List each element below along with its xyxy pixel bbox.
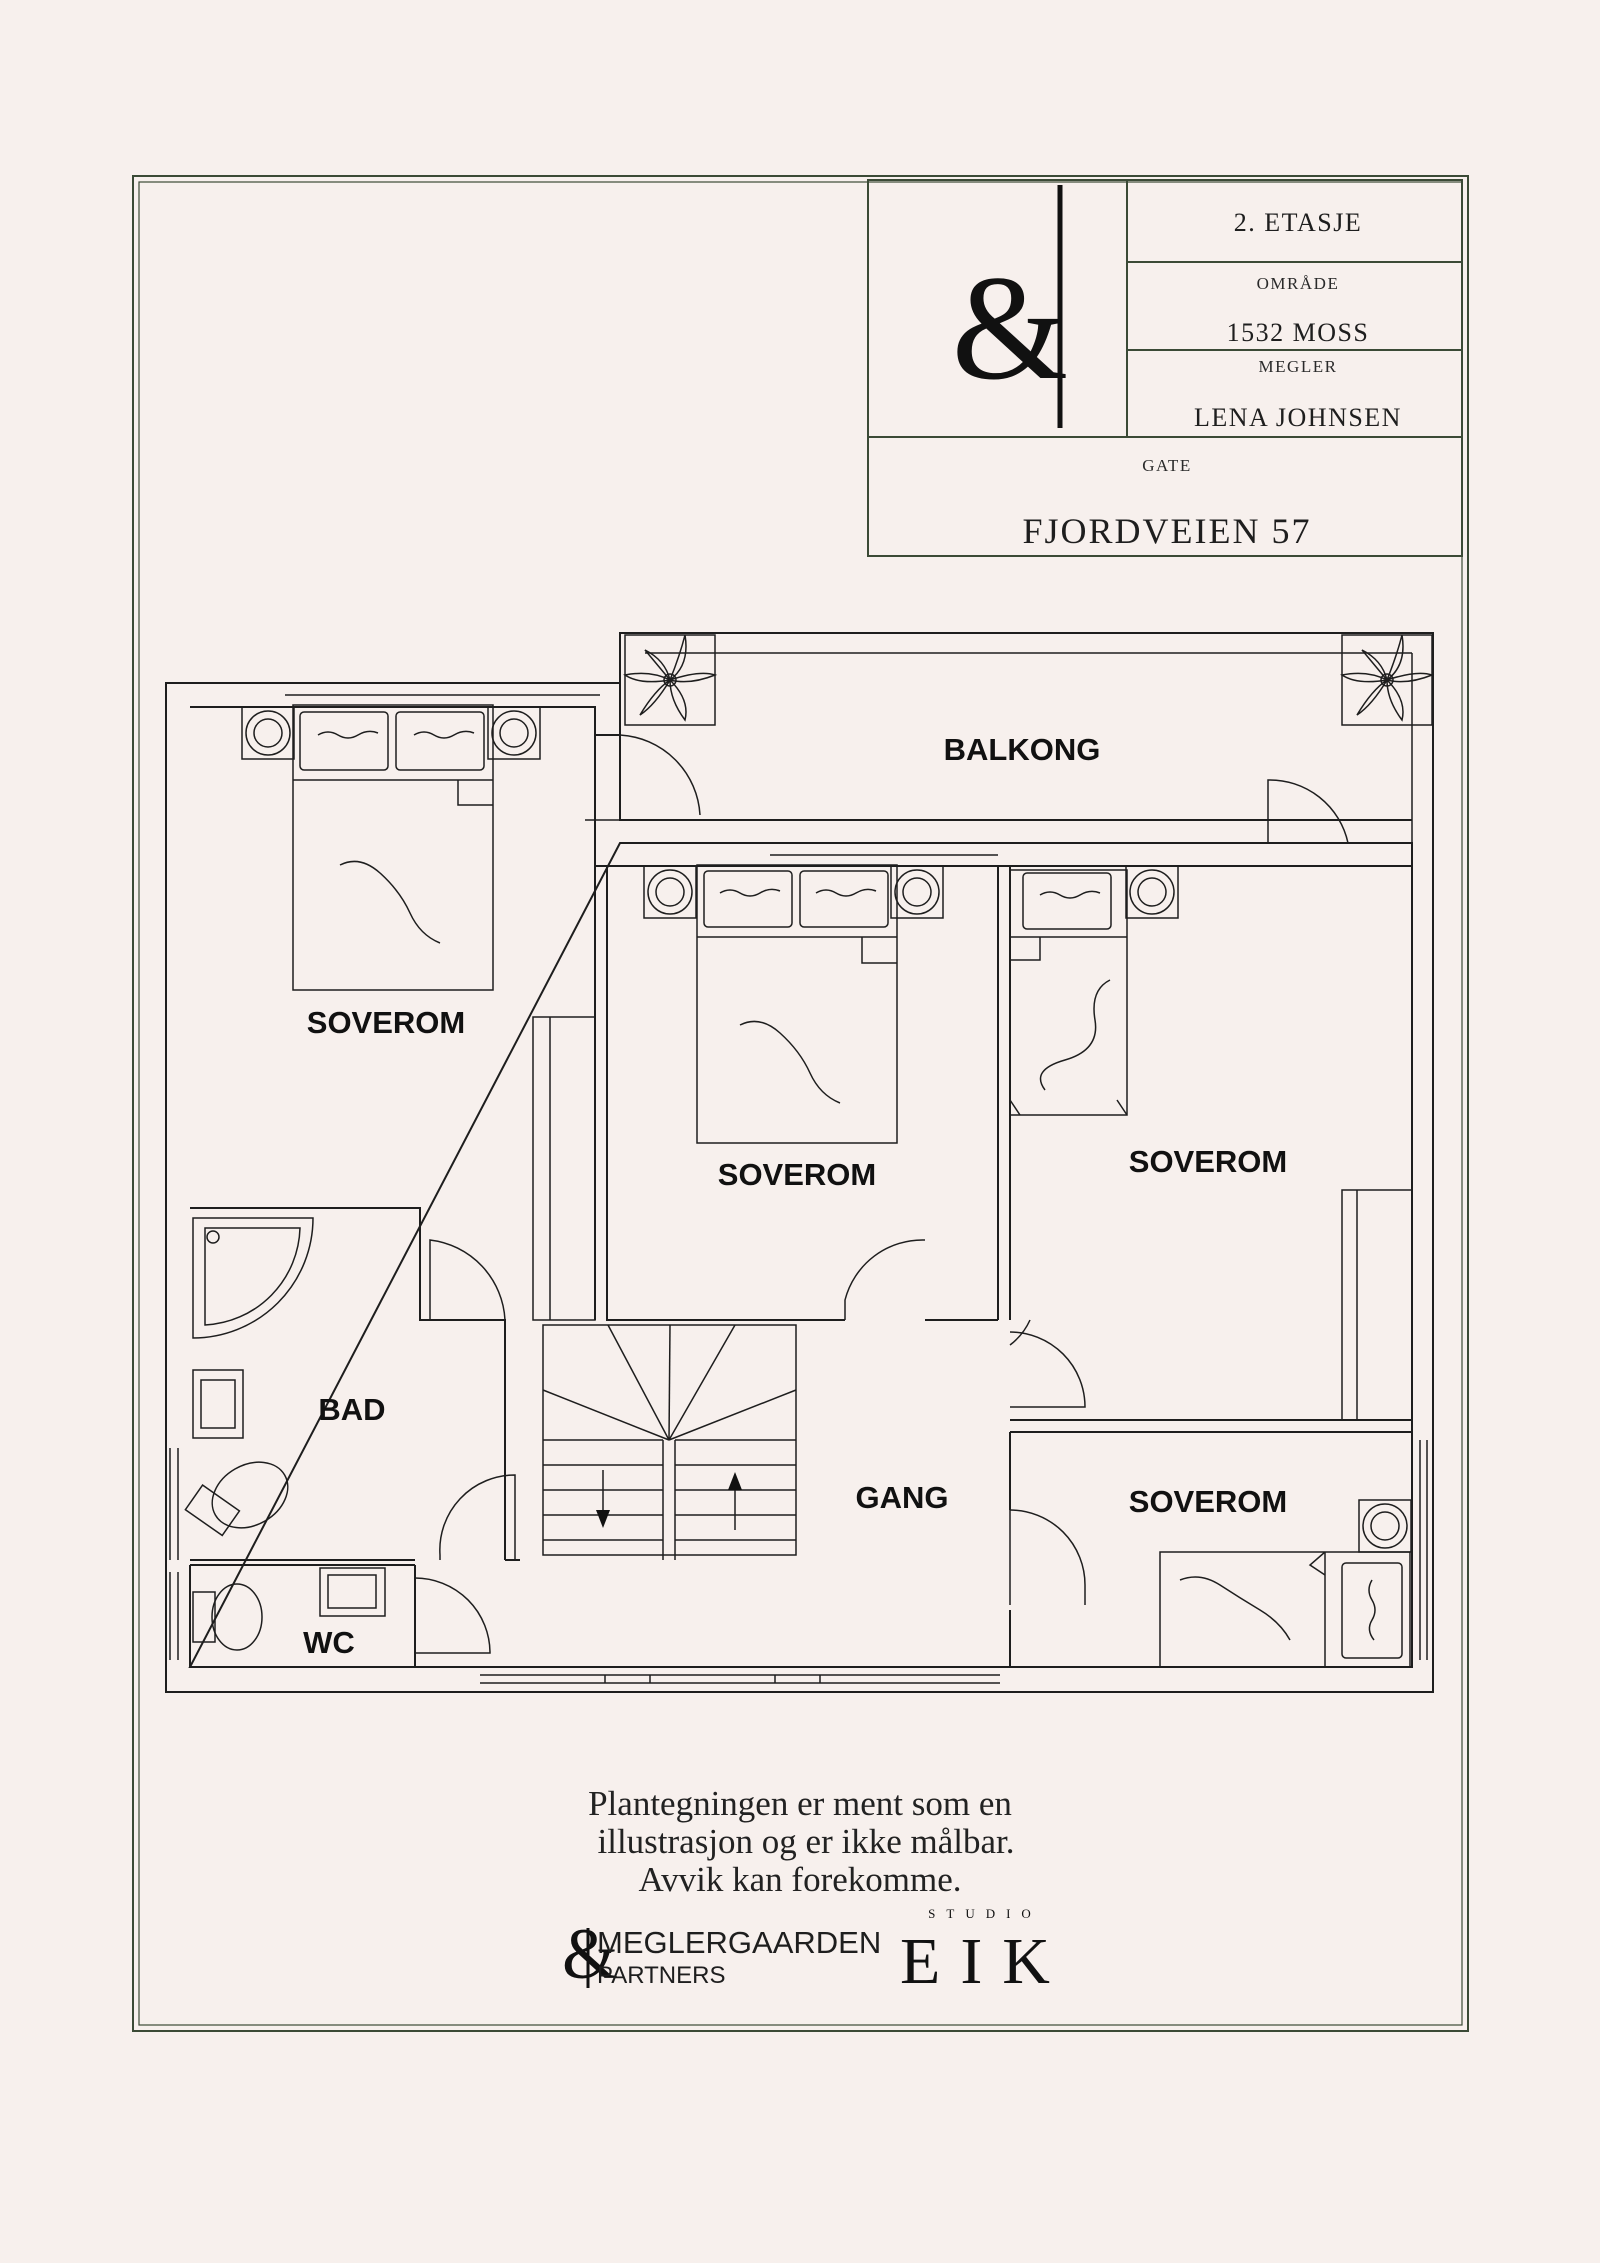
street-value: FJORDVEIEN 57 bbox=[1022, 511, 1311, 551]
plant-icon bbox=[623, 634, 718, 726]
door-arc bbox=[439, 1474, 516, 1560]
door-arc bbox=[429, 1239, 506, 1321]
floor-plan bbox=[165, 632, 1434, 1693]
meglergaarden-sub: PARTNERS bbox=[597, 1962, 725, 1989]
disclaimer-line-2: illustrasjon og er ikke målbar. bbox=[598, 1822, 1015, 1861]
disclaimer-line-3: Avvik kan forekomme. bbox=[638, 1860, 961, 1899]
bathroom-toilet bbox=[211, 1461, 289, 1529]
studio-eik-prefix: STUDIO bbox=[928, 1906, 1042, 1921]
floor-label: 2. ETASJE bbox=[1234, 208, 1362, 237]
wc-toilet bbox=[211, 1583, 263, 1651]
bed-bedroom-3 bbox=[1009, 865, 1179, 1116]
staircase bbox=[542, 1324, 797, 1560]
room-label-bedroom-2: SOVEROM bbox=[718, 1157, 876, 1192]
bed-bedroom-4 bbox=[1159, 1499, 1412, 1668]
meglergaarden-logo: & MEGLERGAARDEN PARTNERS bbox=[562, 1914, 881, 1994]
meglergaarden-ampersand: & bbox=[562, 1914, 618, 1994]
bathroom-walls bbox=[190, 1207, 520, 1561]
agent-caption: MEGLER bbox=[1259, 357, 1338, 376]
bed-bedroom-2 bbox=[643, 864, 944, 1144]
inner-frame bbox=[138, 181, 1463, 2026]
studio-eik-logo: STUDIO EIK bbox=[900, 1906, 1070, 1998]
disclaimer-line-1: Plantegningen er ment som en bbox=[588, 1784, 1012, 1823]
door-arc bbox=[1009, 1331, 1086, 1408]
room-label-bedroom-1: SOVEROM bbox=[307, 1005, 465, 1040]
street-caption: GATE bbox=[1142, 456, 1191, 475]
door-arc bbox=[844, 1239, 926, 1320]
room-label-hallway: GANG bbox=[856, 1480, 949, 1515]
wardrobe bbox=[1341, 1189, 1413, 1421]
door-arc bbox=[1009, 1509, 1086, 1605]
studio-eik-name: EIK bbox=[900, 1925, 1070, 1998]
agent-value: LENA JOHNSEN bbox=[1194, 403, 1402, 432]
area-caption: OMRÅDE bbox=[1257, 274, 1340, 293]
bed-bedroom-1 bbox=[241, 704, 541, 991]
bathroom-sink bbox=[192, 1369, 244, 1439]
meglergaarden-name: MEGLERGAARDEN bbox=[597, 1925, 881, 1960]
plant-icon bbox=[1340, 634, 1435, 726]
room-label-bedroom-4: SOVEROM bbox=[1129, 1484, 1287, 1519]
door-arc bbox=[414, 1577, 491, 1654]
ampersand-logo: & bbox=[952, 245, 1069, 411]
wardrobe bbox=[532, 1016, 596, 1321]
room-label-balcony: BALKONG bbox=[944, 732, 1101, 767]
wc-sink bbox=[319, 1567, 386, 1617]
title-block: & 2. ETASJE OMRÅDE 1532 MOSS MEGLER LENA… bbox=[867, 179, 1463, 557]
bedroom-2-walls bbox=[595, 865, 999, 1321]
room-label-toilet: WC bbox=[303, 1625, 355, 1660]
door-arc bbox=[619, 734, 701, 820]
room-label-bathroom: BAD bbox=[318, 1392, 385, 1427]
room-label-bedroom-3: SOVEROM bbox=[1129, 1144, 1287, 1179]
door-arc bbox=[1267, 779, 1349, 844]
wc-walls bbox=[189, 1564, 416, 1667]
outer-frame bbox=[132, 175, 1469, 2032]
area-value: 1532 MOSS bbox=[1227, 318, 1370, 347]
shower bbox=[192, 1217, 314, 1339]
